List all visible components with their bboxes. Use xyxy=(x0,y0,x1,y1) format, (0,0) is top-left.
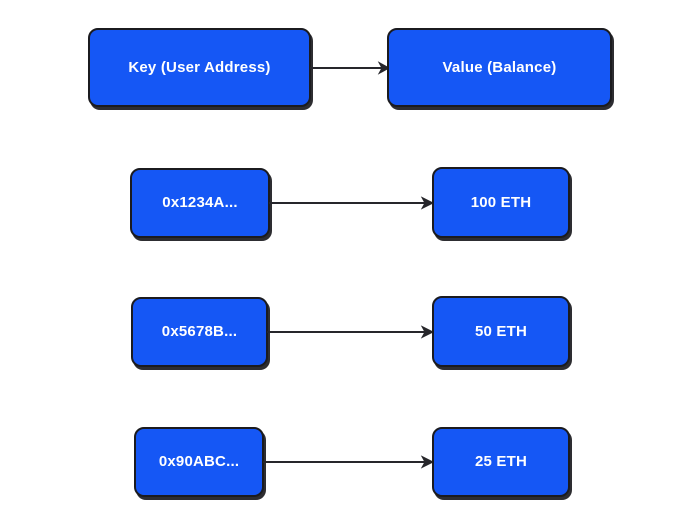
row-1-value-box[interactable]: 100 ETH xyxy=(432,167,570,238)
row-1-key-label: 0x1234A... xyxy=(162,194,238,212)
row-3-arrow xyxy=(263,452,435,472)
row-2-value-box[interactable]: 50 ETH xyxy=(432,296,570,367)
header-key-label: Key (User Address) xyxy=(128,58,271,76)
header-arrow xyxy=(310,58,391,78)
row-2-key-label: 0x5678B... xyxy=(161,323,238,341)
header-key-box[interactable]: Key (User Address) xyxy=(88,28,311,107)
row-1-arrow xyxy=(269,193,435,213)
row-2-arrow xyxy=(267,322,435,342)
header-value-label: Value (Balance) xyxy=(442,58,557,76)
row-2-key-box[interactable]: 0x5678B... xyxy=(131,297,268,367)
row-3-value-label: 25 ETH xyxy=(474,453,528,471)
row-1-value-label: 100 ETH xyxy=(470,193,532,211)
row-3-key-box[interactable]: 0x90ABC... xyxy=(134,427,264,497)
row-3-value-box[interactable]: 25 ETH xyxy=(432,427,570,497)
row-2-value-label: 50 ETH xyxy=(474,322,528,340)
row-1-key-box[interactable]: 0x1234A... xyxy=(130,168,270,238)
row-3-key-label: 0x90ABC... xyxy=(158,453,240,471)
header-value-box[interactable]: Value (Balance) xyxy=(387,28,612,107)
